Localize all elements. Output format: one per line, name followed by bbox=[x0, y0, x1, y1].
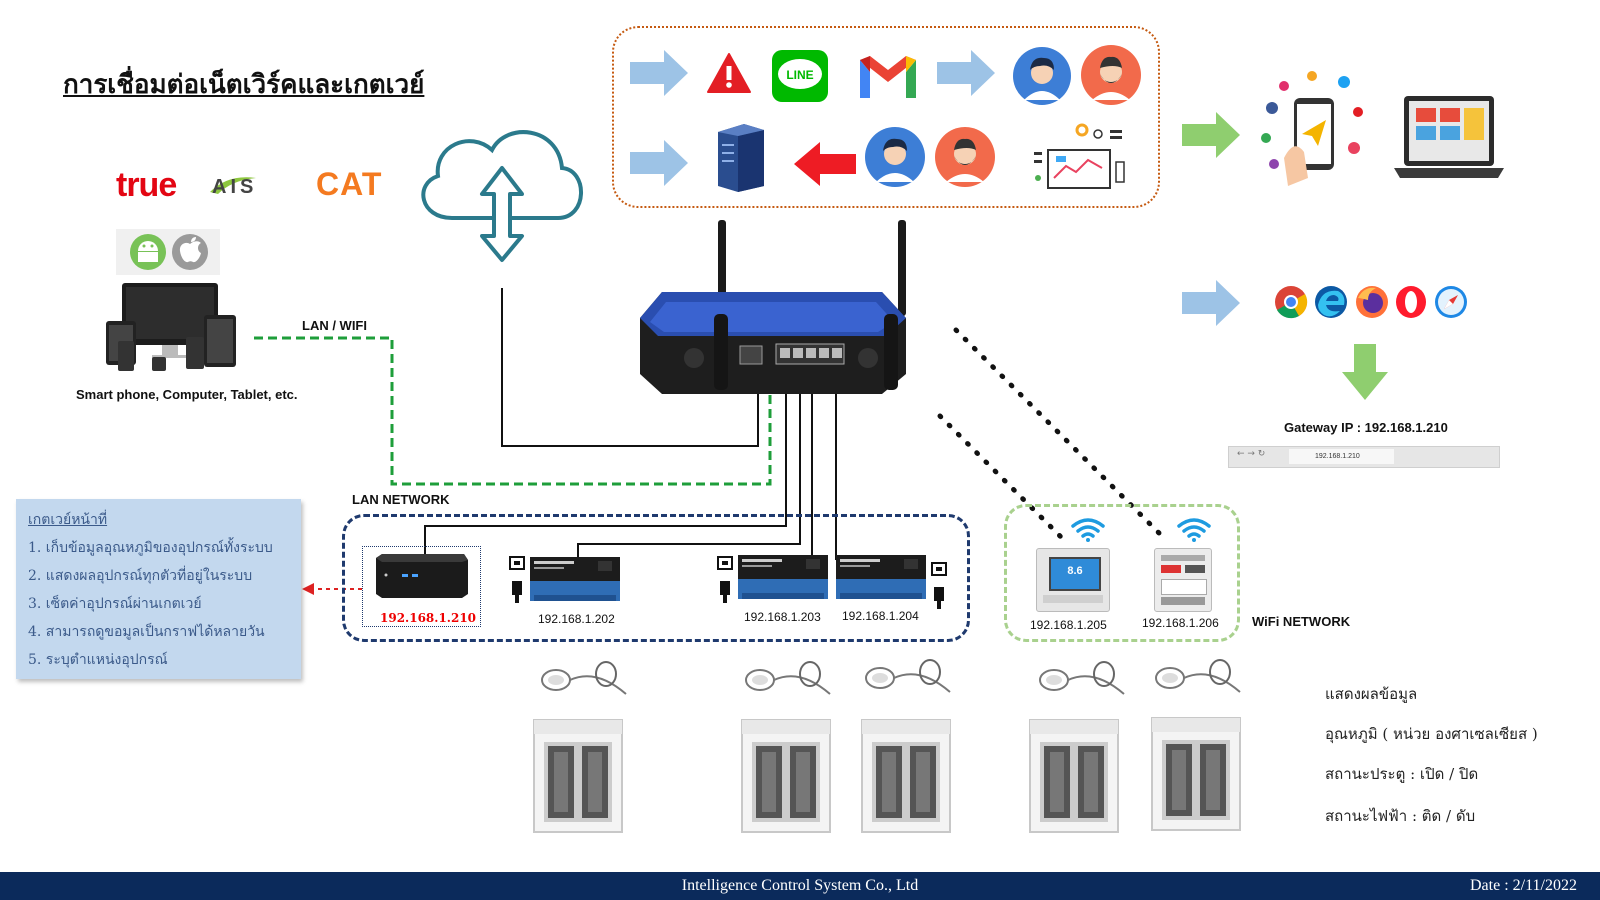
gateway-function-item: 2. แสดงผลอุปกรณ์ทุกตัวที่อยู่ในระบบ bbox=[28, 568, 253, 584]
wifi-network-box bbox=[1004, 504, 1240, 642]
user-avatar-icon bbox=[935, 127, 995, 187]
gateway-frame bbox=[362, 546, 481, 627]
monitoring-module-icon[interactable] bbox=[736, 553, 830, 603]
module-ip-label: 192.168.1.202 bbox=[538, 612, 615, 626]
firefox-icon bbox=[1356, 286, 1388, 318]
lan-network-box bbox=[342, 514, 970, 642]
warning-icon bbox=[707, 53, 751, 93]
gateway-function-panel: เกตเวย์หน้าที่ 1. เก็บข้อมูลอุณหภูมิของอ… bbox=[16, 499, 301, 679]
red-arrow-left bbox=[794, 142, 856, 186]
temperature-sensor-icon bbox=[1039, 661, 1125, 695]
true-isp-logo: true bbox=[116, 166, 177, 204]
user-avatar-icon bbox=[1081, 45, 1141, 105]
refrigerator-icon bbox=[533, 719, 623, 833]
ethernet-plug-icon bbox=[717, 556, 733, 603]
devices-caption: Smart phone, Computer, Tablet, etc. bbox=[76, 387, 298, 402]
mini-pc-gateway-icon[interactable] bbox=[372, 552, 472, 602]
wifi-icon bbox=[1071, 518, 1105, 542]
temperature-sensor-icon bbox=[541, 661, 627, 695]
gateway-ip-label: 192.168.1.210 bbox=[380, 611, 477, 625]
module-reading: 8.6 bbox=[1067, 565, 1083, 577]
social-phone-icon bbox=[1261, 71, 1363, 186]
blue-arrow-right bbox=[630, 50, 688, 96]
gateway-function-item: 1. เก็บข้อมูลอุณหภูมิของอุปกรณ์ทั้งระบบ bbox=[28, 540, 273, 556]
page-title: การเชื่อมต่อเน็ตเวิร์คและเกตเวย์ bbox=[63, 70, 425, 100]
cat-isp-logo: CAT bbox=[316, 166, 383, 202]
os-badge bbox=[116, 229, 220, 275]
wifi-module-relay[interactable] bbox=[1154, 548, 1212, 612]
temperature-sensor-icon bbox=[745, 661, 831, 695]
browser-nav-buttons[interactable]: ← → ↻ bbox=[1237, 449, 1266, 459]
blue-arrow-right bbox=[1182, 280, 1240, 326]
legend-door-status: สถานะประตู : เปิด / ปิด bbox=[1325, 765, 1479, 783]
gateway-function-title: เกตเวย์หน้าที่ bbox=[28, 512, 108, 528]
legend-heading: แสดงผลข้อมูล bbox=[1325, 685, 1418, 703]
gateway-function-item: 4. สามารถดูขอมูลเป็นกราฟได้หลายวัน bbox=[28, 624, 265, 640]
edge-icon bbox=[1315, 286, 1347, 318]
cloud-services-panel bbox=[612, 26, 1160, 208]
gateway-ip-heading: Gateway IP : 192.168.1.210 bbox=[1284, 420, 1448, 435]
footer-date: Date : 2/11/2022 bbox=[1470, 877, 1577, 894]
gateway-function-item: 3. เซ็ตค่าอุปกรณ์ผ่านเกตเวย์ bbox=[28, 596, 202, 612]
browser-address-bar[interactable]: ← → ↻ 192.168.1.210 bbox=[1228, 446, 1500, 468]
temperature-sensor-icon bbox=[865, 659, 951, 693]
safari-icon bbox=[1435, 286, 1467, 318]
module-ip-label: 192.168.1.204 bbox=[842, 609, 919, 623]
ais-isp-logo: AIS bbox=[212, 176, 258, 198]
monitoring-module-icon[interactable] bbox=[834, 553, 928, 603]
user-avatar-icon bbox=[865, 127, 925, 187]
user-avatar-icon bbox=[1013, 47, 1071, 105]
module-ip-label: 192.168.1.206 bbox=[1142, 616, 1219, 630]
wifi-icon bbox=[1177, 518, 1211, 542]
laptop-icon bbox=[1394, 96, 1504, 178]
router-icon bbox=[640, 220, 906, 394]
refrigerator-icon bbox=[861, 719, 951, 833]
green-arrow-down bbox=[1342, 344, 1388, 400]
lan-wifi-label: LAN / WIFI bbox=[302, 318, 367, 333]
line-icon: LINE bbox=[772, 50, 828, 102]
refrigerator-icon bbox=[741, 719, 831, 833]
cloud-upload-download-icon bbox=[421, 130, 583, 262]
ethernet-plug-icon bbox=[931, 562, 947, 609]
server-icon bbox=[718, 124, 764, 192]
chrome-icon bbox=[1275, 286, 1308, 319]
footer-company: Intelligence Control System Co., Ltd bbox=[681, 877, 919, 894]
legend-temperature: อุณหภูมิ ( หน่วย องศาเซลเซียส ) bbox=[1325, 725, 1538, 743]
temperature-sensor-icon bbox=[1155, 659, 1241, 693]
browser-url-field[interactable]: 192.168.1.210 bbox=[1289, 449, 1394, 464]
android-icon bbox=[130, 234, 166, 270]
lan-network-label: LAN NETWORK bbox=[352, 492, 450, 507]
opera-icon bbox=[1396, 286, 1426, 318]
footer-bar bbox=[0, 872, 1600, 900]
module-ip-label: 192.168.1.203 bbox=[744, 610, 821, 624]
devices-icon bbox=[106, 283, 236, 371]
gateway-function-item: 5. ระบุตำแหน่งอุปกรณ์ bbox=[28, 652, 168, 668]
green-arrow-right bbox=[1182, 112, 1240, 158]
module-ip-label: 192.168.1.205 bbox=[1030, 618, 1107, 632]
legend-power-status: สถานะไฟฟ้า : ติด / ดับ bbox=[1325, 807, 1476, 825]
wifi-module-display[interactable]: 8.6 bbox=[1036, 548, 1110, 612]
dashboard-icon bbox=[1034, 123, 1125, 189]
apple-icon bbox=[172, 234, 208, 270]
monitoring-module-icon[interactable] bbox=[528, 555, 622, 605]
wifi-network-label: WiFi NETWORK bbox=[1252, 614, 1351, 629]
ais-swoosh-icon bbox=[210, 177, 256, 194]
refrigerator-icon bbox=[1151, 717, 1241, 831]
line-logo-text: LINE bbox=[786, 68, 814, 82]
blue-arrow-right bbox=[937, 50, 995, 96]
blue-arrow-right bbox=[630, 140, 688, 186]
gmail-icon bbox=[860, 56, 916, 98]
refrigerator-icon bbox=[1029, 719, 1119, 833]
ethernet-plug-icon bbox=[509, 556, 525, 603]
